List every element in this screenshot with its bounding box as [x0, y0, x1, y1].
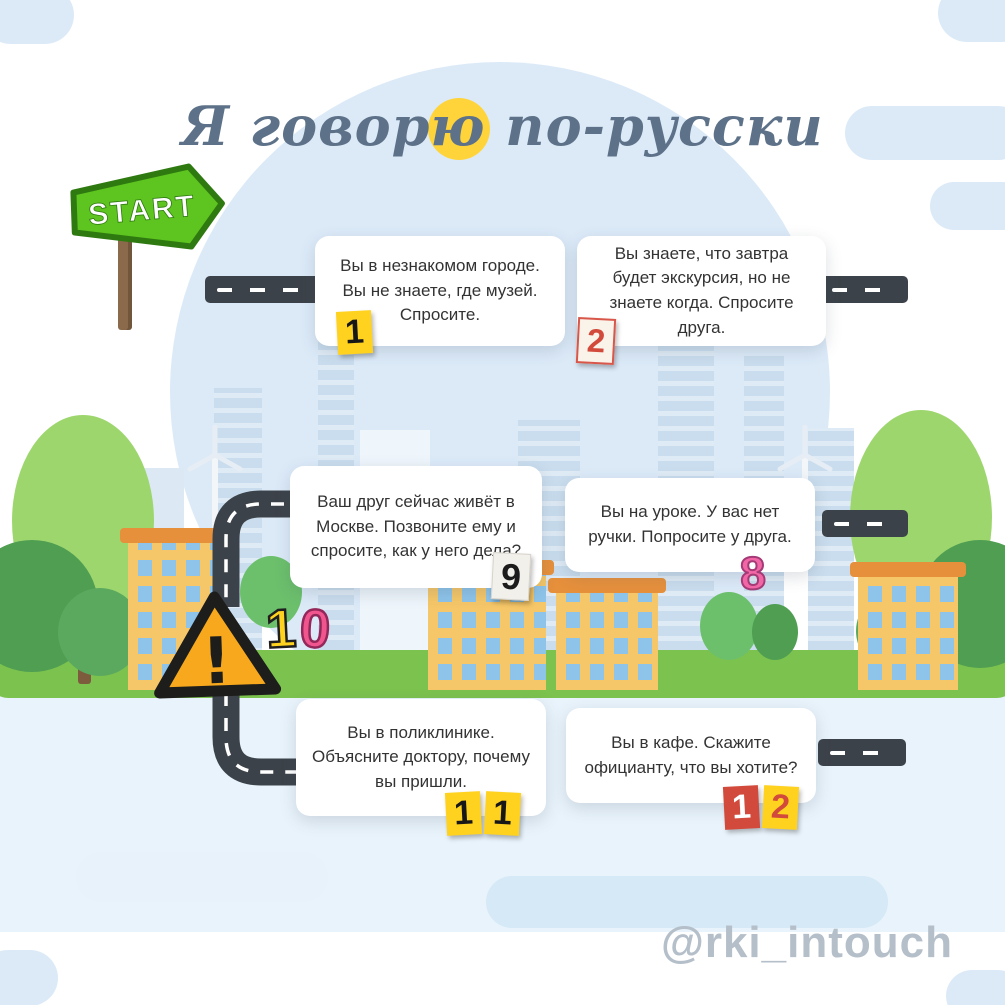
task-card-text: Вы в кафе. Скажите официанту, что вы хот… — [584, 732, 798, 777]
skyline-building — [658, 296, 714, 656]
skyline-building — [808, 428, 854, 656]
card-number-9: 9 — [490, 552, 532, 602]
tree — [700, 592, 758, 660]
card-number-2: 2 — [575, 317, 617, 365]
number-digit: 2 — [575, 317, 617, 365]
card-number-8: 8 — [738, 545, 768, 600]
task-card-9: Ваш друг сейчас живёт в Москве. Позвонит… — [290, 466, 542, 588]
number-digit: 1 — [483, 791, 521, 836]
number-digit: 1 — [722, 785, 761, 830]
task-card-text: Вы знаете, что завтра будет экскурсия, н… — [609, 243, 794, 337]
task-card-2: Вы знаете, что завтра будет экскурсия, н… — [577, 236, 826, 346]
road-segment — [818, 739, 906, 766]
number-digit: 9 — [490, 552, 532, 602]
card-number-11: 1 1 — [444, 791, 521, 836]
task-card-text: Ваш друг сейчас живёт в Москве. Позвонит… — [310, 492, 522, 561]
number-digit: 1 — [444, 791, 483, 836]
number-digit: 2 — [761, 785, 799, 830]
card-number-12: 1 2 — [722, 785, 799, 830]
number-digit: 1 — [263, 597, 299, 661]
page-title-wrap: Я говорю по-русски — [0, 94, 1005, 158]
cloud — [946, 970, 1005, 1005]
curved-road — [212, 693, 314, 786]
number-digit: 8 — [738, 545, 768, 600]
house — [850, 562, 966, 690]
curved-road — [212, 490, 309, 607]
warning-triangle-icon: ! — [154, 591, 282, 700]
house — [548, 578, 666, 690]
task-card-text: Вы на уроке. У вас нет ручки. Попросите … — [588, 502, 792, 546]
start-sign: START — [70, 163, 225, 250]
road-segment — [820, 276, 908, 303]
sign-post — [118, 235, 132, 330]
number-digit: 1 — [335, 310, 374, 355]
card-number-10: 1 0 — [263, 597, 333, 661]
task-card-text: Вы в незнакомом городе. Вы не знаете, гд… — [340, 256, 540, 325]
cloud — [0, 950, 58, 1005]
road-segment — [822, 510, 908, 537]
title-highlight — [428, 98, 490, 160]
task-card-text: Вы в поликлинике. Объясните доктору, поч… — [312, 722, 530, 791]
number-digit: 0 — [297, 597, 333, 661]
exclamation-icon: ! — [201, 625, 233, 700]
tree — [752, 604, 798, 660]
page-title: Я говорю по-русски — [181, 94, 824, 158]
cloud — [76, 852, 328, 902]
cloud — [0, 0, 74, 44]
watermark: @rki_intouch — [660, 918, 953, 967]
task-card-8: Вы на уроке. У вас нет ручки. Попросите … — [565, 478, 815, 572]
cloud — [938, 0, 1005, 42]
cloud — [930, 182, 1005, 230]
cloud — [845, 106, 1005, 160]
card-number-1: 1 — [335, 310, 374, 355]
road-segment — [205, 276, 322, 303]
cloud — [486, 876, 888, 928]
